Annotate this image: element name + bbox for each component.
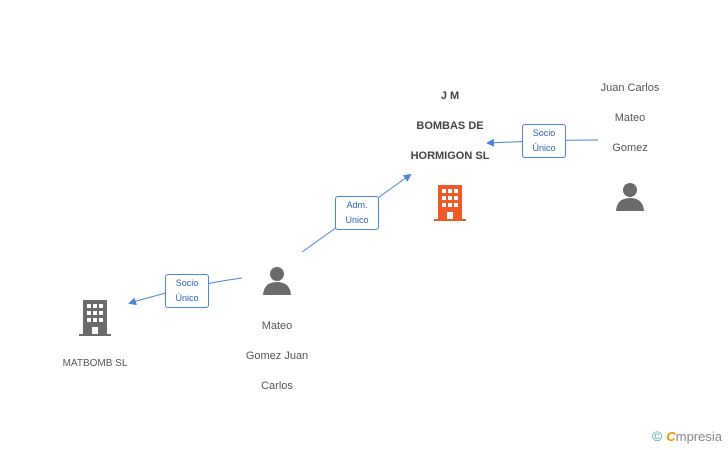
node-label: Mateo Gomez Juan Carlos: [245, 320, 309, 392]
node-label: Juan Carlos Mateo Gomez: [600, 82, 660, 154]
copyright-symbol: ©: [652, 428, 663, 444]
building-icon: [79, 300, 111, 336]
node-juan-carlos[interactable]: Juan Carlos Mateo Gomez: [585, 66, 675, 216]
person-icon: [616, 183, 644, 211]
building-icon: [434, 185, 466, 221]
node-matbomb[interactable]: MATBOMB SL: [50, 300, 140, 386]
relation-badge-adm-unico: Adm.Unico: [335, 196, 379, 230]
node-jm-bombas[interactable]: J M BOMBAS DE HORMIGON SL: [395, 74, 505, 226]
node-mateo-gomez[interactable]: Mateo Gomez Juan Carlos: [232, 265, 322, 409]
brand-logo: ©Cmpresia: [652, 428, 722, 444]
node-label: MATBOMB SL: [62, 358, 128, 369]
node-label: J M BOMBAS DE HORMIGON SL: [410, 90, 490, 162]
person-icon: [263, 267, 291, 295]
